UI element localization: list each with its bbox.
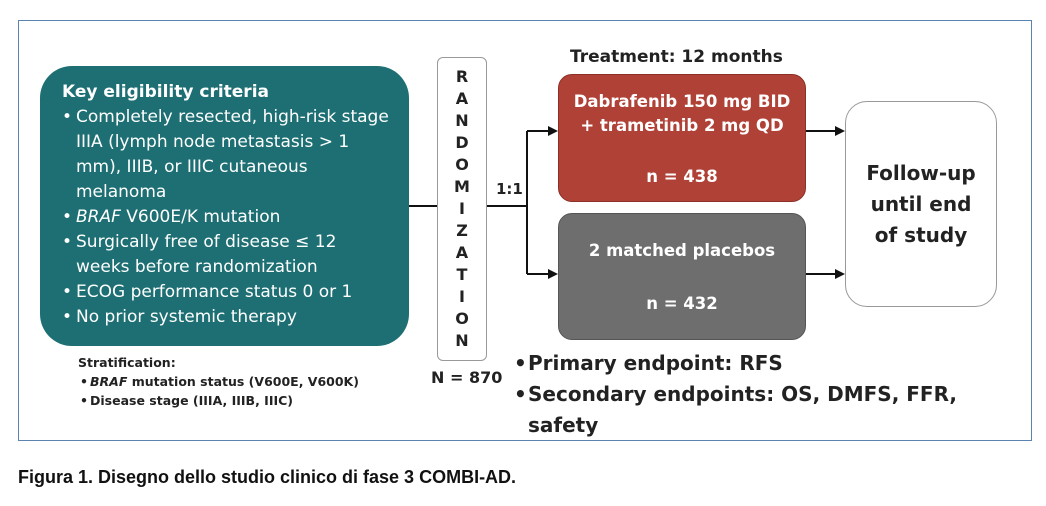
randomization-letter: D xyxy=(455,133,469,152)
eligibility-list: Completely resected, high-risk stage III… xyxy=(62,105,393,330)
stratification-title: Stratification: xyxy=(78,355,176,370)
eligibility-item: Surgically free of disease ≤ 12 weeks be… xyxy=(62,230,393,280)
randomization-letter: Z xyxy=(456,221,468,240)
stratification-item: BRAF mutation status (V600E, V600K) xyxy=(78,372,418,391)
randomization-ratio: 1:1 xyxy=(496,180,523,198)
stratification-list: BRAF mutation status (V600E, V600K) Dise… xyxy=(78,372,418,410)
randomization-letter: O xyxy=(455,155,469,174)
secondary-endpoints: Secondary endpoints: OS, DMFS, FFR, safe… xyxy=(514,379,1014,441)
endpoints-block: Primary endpoint: RFS Secondary endpoint… xyxy=(514,348,1014,441)
arm-placebo: 2 matched placebos n = 432 xyxy=(558,213,806,340)
randomization-letter: T xyxy=(456,265,468,284)
eligibility-criteria-box: Key eligibility criteria Completely rese… xyxy=(40,66,409,346)
eligibility-item: No prior systemic therapy xyxy=(62,305,393,330)
arm2-line1: 2 matched placebos xyxy=(588,241,776,260)
followup-line: Follow-up xyxy=(866,160,976,185)
arm-dabrafenib-trametinib: Dabrafenib 150 mg BID + trametinib 2 mg … xyxy=(558,74,806,202)
eligibility-title: Key eligibility criteria xyxy=(62,82,269,102)
randomization-letter: I xyxy=(459,287,465,306)
followup-line: until end xyxy=(870,191,972,216)
treatment-title: Treatment: 12 months xyxy=(570,47,783,67)
total-sample-size: N = 870 xyxy=(431,368,503,387)
eligibility-item: Completely resected, high-risk stage III… xyxy=(62,105,393,205)
randomization-letter: N xyxy=(455,111,469,130)
arm1-n: n = 438 xyxy=(646,167,718,186)
figure-caption: Figura 1. Disegno dello studio clinico d… xyxy=(18,467,517,487)
followup-box: Follow-up until end of study xyxy=(845,101,997,307)
followup-line: of study xyxy=(874,222,968,247)
primary-endpoint: Primary endpoint: RFS xyxy=(514,348,1014,379)
eligibility-item: ECOG performance status 0 or 1 xyxy=(62,280,393,305)
stratification-item: Disease stage (IIIA, IIIB, IIIC) xyxy=(78,391,418,410)
arm2-n: n = 432 xyxy=(646,294,718,313)
randomization-letter: A xyxy=(455,243,469,262)
randomization-letter: A xyxy=(455,89,469,108)
eligibility-item: BRAF V600E/K mutation xyxy=(62,205,393,230)
randomization-letter: I xyxy=(459,199,465,218)
randomization-letter: O xyxy=(455,309,469,328)
randomization-letter: R xyxy=(455,67,469,86)
randomization-letter: M xyxy=(454,177,470,196)
randomization-letter: N xyxy=(455,331,469,350)
stratification-block: Stratification: BRAF mutation status (V6… xyxy=(78,353,418,410)
arm1-line1: Dabrafenib 150 mg BID xyxy=(573,92,791,111)
arm1-line2: + trametinib 2 mg QD xyxy=(580,116,784,135)
